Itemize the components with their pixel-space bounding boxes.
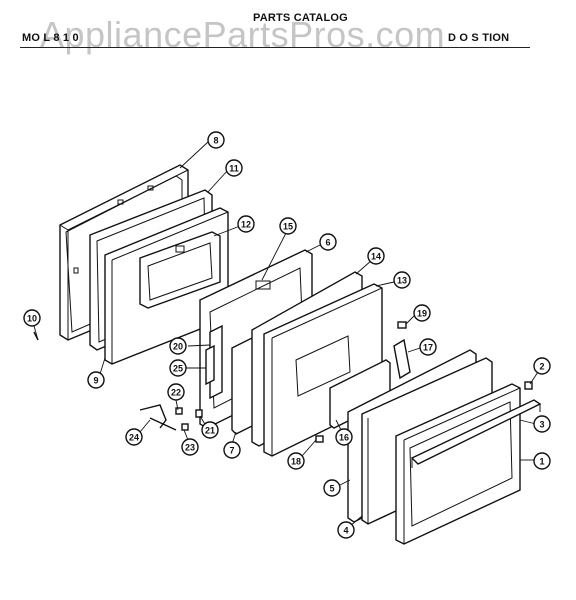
part-hinge-arm	[139, 404, 177, 431]
svg-text:1: 1	[539, 457, 544, 467]
callout-15: 15	[279, 217, 297, 235]
callout-13: 13	[393, 271, 411, 289]
svg-text:8: 8	[213, 136, 218, 146]
svg-text:4: 4	[343, 526, 348, 536]
callout-21: 21	[201, 421, 219, 439]
part-hinge-pin	[175, 407, 183, 415]
callout-10: 10	[23, 309, 41, 327]
callout-7: 7	[223, 441, 241, 459]
svg-text:22: 22	[171, 388, 181, 398]
section-label: D O S TION	[448, 32, 510, 44]
part-window-frame	[139, 231, 221, 309]
svg-text:6: 6	[325, 238, 330, 248]
svg-text:25: 25	[173, 364, 183, 374]
svg-text:5: 5	[329, 484, 334, 494]
callout-17: 17	[419, 338, 437, 356]
callout-11: 11	[225, 159, 243, 177]
callout-22: 22	[167, 383, 185, 401]
svg-text:12: 12	[241, 220, 251, 230]
watermark: AppliancePartsPros.com	[40, 14, 446, 55]
part-door-handle	[410, 399, 542, 468]
svg-text:15: 15	[283, 222, 293, 232]
part-small-clip	[397, 321, 407, 329]
svg-text:7: 7	[229, 446, 234, 456]
callout-12: 12	[237, 215, 255, 233]
callout-5: 5	[323, 479, 341, 497]
callout-4: 4	[337, 521, 355, 539]
svg-text:23: 23	[185, 443, 195, 453]
callout-24: 24	[125, 428, 143, 446]
callout-18: 18	[287, 452, 305, 470]
svg-text:10: 10	[27, 314, 37, 324]
callout-3: 3	[533, 415, 551, 433]
callout-23: 23	[181, 438, 199, 456]
callout-19: 19	[413, 304, 431, 322]
svg-text:9: 9	[93, 376, 98, 386]
part-bracket	[393, 338, 411, 380]
svg-text:16: 16	[339, 433, 349, 443]
callout-20: 20	[169, 337, 187, 355]
callout-6: 6	[319, 233, 337, 251]
svg-text:21: 21	[205, 426, 215, 436]
svg-text:11: 11	[229, 164, 239, 174]
svg-text:2: 2	[539, 362, 544, 372]
part-spacer-clip	[315, 435, 324, 443]
svg-text:18: 18	[291, 457, 301, 467]
svg-text:13: 13	[397, 276, 407, 286]
svg-text:17: 17	[423, 343, 433, 353]
callout-25: 25	[169, 359, 187, 377]
svg-text:24: 24	[129, 433, 139, 443]
catalog-title: PARTS CATALOG	[253, 12, 348, 24]
svg-text:3: 3	[539, 420, 544, 430]
callout-2: 2	[533, 357, 551, 375]
callout-8: 8	[207, 131, 225, 149]
svg-text:14: 14	[371, 252, 381, 262]
callout-1: 1	[533, 452, 551, 470]
callout-14: 14	[367, 247, 385, 265]
part-hinge-bracket	[205, 324, 223, 400]
part-handle-cap	[524, 381, 533, 390]
callout-9: 9	[87, 371, 105, 389]
part-hinge-spring	[181, 423, 189, 431]
model-label: MO L 8 1 0	[22, 32, 79, 44]
header-rule	[20, 47, 530, 48]
callout-16: 16	[335, 428, 353, 446]
svg-text:19: 19	[417, 309, 427, 319]
svg-text:20: 20	[173, 342, 183, 352]
part-hinge-screw	[195, 409, 203, 418]
